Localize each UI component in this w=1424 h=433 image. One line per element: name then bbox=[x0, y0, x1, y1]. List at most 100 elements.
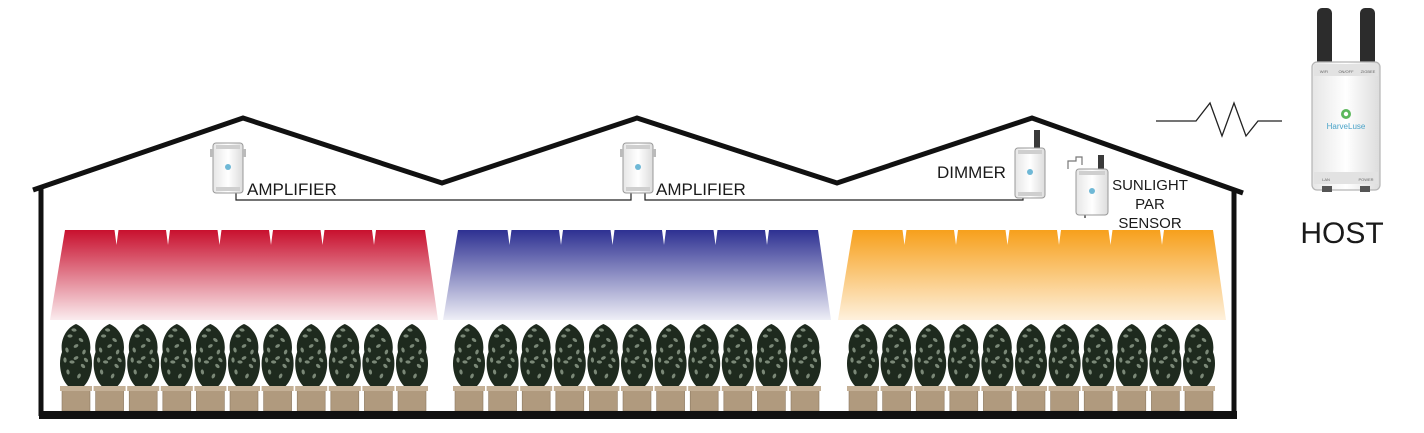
plant-pot bbox=[622, 388, 652, 412]
plant-foliage bbox=[1048, 324, 1081, 386]
amber-light-beam bbox=[838, 230, 1226, 320]
plant-pot bbox=[983, 388, 1012, 412]
greenhouse-outline bbox=[32, 115, 1244, 419]
plant bbox=[1015, 324, 1047, 412]
plant bbox=[1082, 324, 1115, 412]
plant-pot bbox=[1117, 388, 1147, 412]
plant-foliage bbox=[880, 324, 913, 386]
plant-pot bbox=[1083, 388, 1113, 412]
light-fixture-gap bbox=[1108, 230, 1113, 245]
plant-foliage bbox=[453, 324, 485, 386]
plant bbox=[60, 324, 92, 412]
amplifier-label-1: AMPLIFIER bbox=[247, 180, 337, 199]
plant-foliage bbox=[396, 324, 428, 386]
red-light-beam bbox=[50, 230, 438, 320]
plant-pot bbox=[521, 388, 551, 412]
host-port-label-power: POWER bbox=[1358, 177, 1373, 182]
plant-pot bbox=[128, 388, 158, 412]
plant-foliage bbox=[847, 324, 879, 386]
plant-pot bbox=[61, 388, 91, 412]
amplifier-device-1 bbox=[210, 142, 246, 194]
light-fixture-gap bbox=[114, 230, 119, 245]
plant-foliage bbox=[127, 324, 160, 386]
plant-foliage bbox=[1115, 324, 1148, 386]
plant-pot bbox=[95, 388, 124, 412]
plant-pot bbox=[790, 388, 820, 412]
plant bbox=[789, 324, 821, 412]
dimmer-device bbox=[1014, 130, 1046, 199]
plant-foliage bbox=[160, 324, 193, 386]
plant-foliage bbox=[194, 324, 227, 386]
plant-foliage bbox=[228, 324, 260, 386]
plant bbox=[553, 324, 586, 412]
plant-pot bbox=[757, 388, 786, 412]
plant bbox=[194, 324, 227, 412]
plant-pot bbox=[162, 388, 192, 412]
plant-pot bbox=[1184, 388, 1214, 412]
plant-foliage bbox=[1183, 324, 1215, 386]
plant bbox=[486, 324, 519, 412]
par-sensor-device bbox=[1067, 155, 1109, 216]
plant bbox=[362, 324, 395, 412]
plant-foliage bbox=[486, 324, 519, 386]
light-fixture-gap bbox=[954, 230, 958, 245]
sensor-label-line-1: SUNLIGHT bbox=[1112, 177, 1188, 194]
host-port-label-lan: LAN bbox=[1322, 177, 1330, 182]
plant bbox=[947, 324, 980, 412]
plant bbox=[621, 324, 653, 412]
plant-pot bbox=[454, 388, 484, 412]
plant-foliage bbox=[1149, 324, 1182, 386]
plant bbox=[1048, 324, 1081, 412]
plant-pot bbox=[397, 388, 427, 412]
amplifier-device-2 bbox=[620, 142, 656, 194]
plant bbox=[453, 324, 485, 412]
greenhouse-floor bbox=[39, 411, 1237, 419]
plant-foliage bbox=[587, 324, 620, 386]
plant-foliage bbox=[688, 324, 721, 386]
plant bbox=[520, 324, 553, 412]
plant-pot bbox=[689, 388, 719, 412]
light-fixture-gap bbox=[372, 230, 376, 245]
plant bbox=[228, 324, 260, 412]
plant bbox=[688, 324, 721, 412]
host-port-label-zigbee: ZIGBEE bbox=[1361, 69, 1376, 74]
wireless-link-icon bbox=[1156, 101, 1282, 138]
plant-pot bbox=[555, 388, 585, 412]
plant bbox=[755, 324, 788, 412]
plant bbox=[880, 324, 913, 412]
plant bbox=[654, 324, 687, 412]
plant-foliage bbox=[621, 324, 653, 386]
light-fixture-gap bbox=[217, 230, 222, 245]
plant-pot bbox=[488, 388, 517, 412]
host-antenna-left bbox=[1317, 8, 1332, 70]
plant-pot bbox=[1016, 388, 1046, 412]
plant bbox=[127, 324, 160, 412]
plant-foliage bbox=[654, 324, 687, 386]
plant bbox=[914, 324, 947, 412]
plant-foliage bbox=[295, 324, 328, 386]
plant-foliage bbox=[362, 324, 395, 386]
light-fixture-gap bbox=[1005, 230, 1010, 245]
plant bbox=[981, 324, 1014, 412]
plant-pot bbox=[263, 388, 292, 412]
plant bbox=[261, 324, 294, 412]
plant-pot bbox=[364, 388, 393, 412]
plant bbox=[295, 324, 328, 412]
plant-pot bbox=[656, 388, 685, 412]
plant-foliage bbox=[947, 324, 980, 386]
host-port-label-onoff: ON/OFF bbox=[1338, 69, 1354, 74]
plant-foliage bbox=[261, 324, 294, 386]
dimmer-label: DIMMER bbox=[937, 163, 1006, 182]
plant bbox=[587, 324, 620, 412]
sensor-label-line-3: SENSOR bbox=[1118, 215, 1182, 232]
light-fixture-gap bbox=[662, 230, 666, 245]
plant-pot bbox=[915, 388, 945, 412]
sensor-label-line-2: PAR bbox=[1135, 196, 1165, 213]
host-device: WIFI ON/OFF ZIGBEE HarveLuse LAN POWER bbox=[1311, 8, 1381, 192]
plant-pot bbox=[229, 388, 259, 412]
host-port-label-wifi: WIFI bbox=[1320, 69, 1328, 74]
plant-pot bbox=[723, 388, 753, 412]
plant bbox=[1149, 324, 1182, 412]
plant-foliage bbox=[981, 324, 1014, 386]
